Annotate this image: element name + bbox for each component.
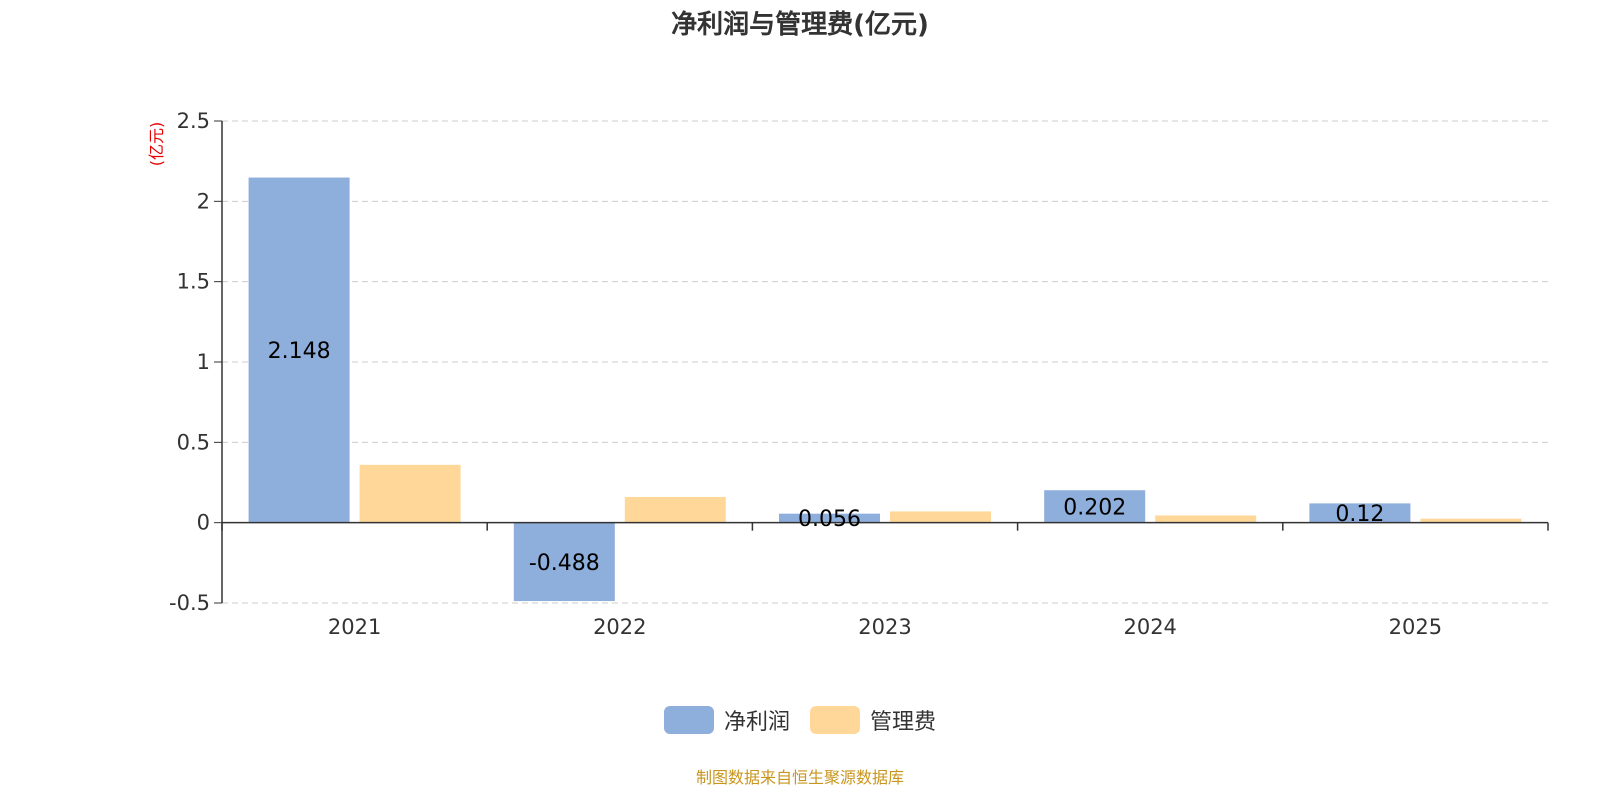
y-tick-label: 1.5: [177, 270, 210, 294]
legend-swatch-admin-expense: [810, 706, 860, 734]
legend-item-admin-expense[interactable]: 管理费: [810, 704, 936, 736]
data-labels: 2.148 -0.488 0.056 0.202 0.12: [268, 339, 1385, 576]
x-tick-label: 2022: [593, 615, 646, 639]
data-label: 2.148: [268, 339, 331, 364]
legend: 净利润 管理费: [0, 704, 1600, 736]
legend-label-admin-expense: 管理费: [870, 710, 937, 735]
legend-swatch-net-profit: [663, 706, 714, 734]
x-tick-label: 2025: [1389, 615, 1442, 639]
x-tick-label: 2021: [328, 615, 381, 639]
bar-net-profit: [779, 513, 880, 523]
x-tick-label: 2023: [858, 615, 911, 639]
grid-lines: [222, 120, 1548, 604]
y-tick-label: -0.5: [169, 591, 210, 615]
y-tick-label: 2.5: [177, 109, 210, 133]
bar-admin-expense: [359, 464, 461, 523]
y-tick-label: 0: [197, 511, 210, 535]
bar-admin-expense: [1420, 518, 1522, 523]
axes: 2.5 2 1.5 1 0.5 0 -0.5 2021 2022 2023 2024 2025: [169, 109, 1549, 639]
chart-title: 净利润与管理费(亿元): [671, 10, 929, 40]
data-label: 0.12: [1335, 502, 1384, 527]
legend-label-net-profit: 净利润: [723, 710, 790, 735]
data-label: 0.056: [798, 507, 861, 532]
y-tick-label: 2: [197, 189, 210, 213]
bar-net-profit: [1309, 503, 1411, 523]
legend-item-net-profit[interactable]: 净利润: [663, 704, 790, 736]
y-axis-label: (亿元): [147, 122, 166, 167]
bar-net-profit: [1044, 490, 1146, 523]
data-label: 0.202: [1063, 495, 1126, 520]
bar-admin-expense: [1155, 515, 1257, 523]
source-note: 制图数据来自恒生聚源数据库: [695, 768, 904, 787]
bar-net-profit: [248, 177, 350, 523]
bars: [248, 177, 1522, 602]
bar-admin-expense: [890, 511, 991, 523]
bar-net-profit: [513, 522, 615, 602]
y-tick-label: 0.5: [177, 430, 210, 454]
data-label: -0.488: [529, 551, 600, 576]
y-tick-label: 1: [197, 350, 210, 374]
bar-admin-expense: [624, 496, 726, 523]
x-tick-label: 2024: [1123, 615, 1176, 639]
